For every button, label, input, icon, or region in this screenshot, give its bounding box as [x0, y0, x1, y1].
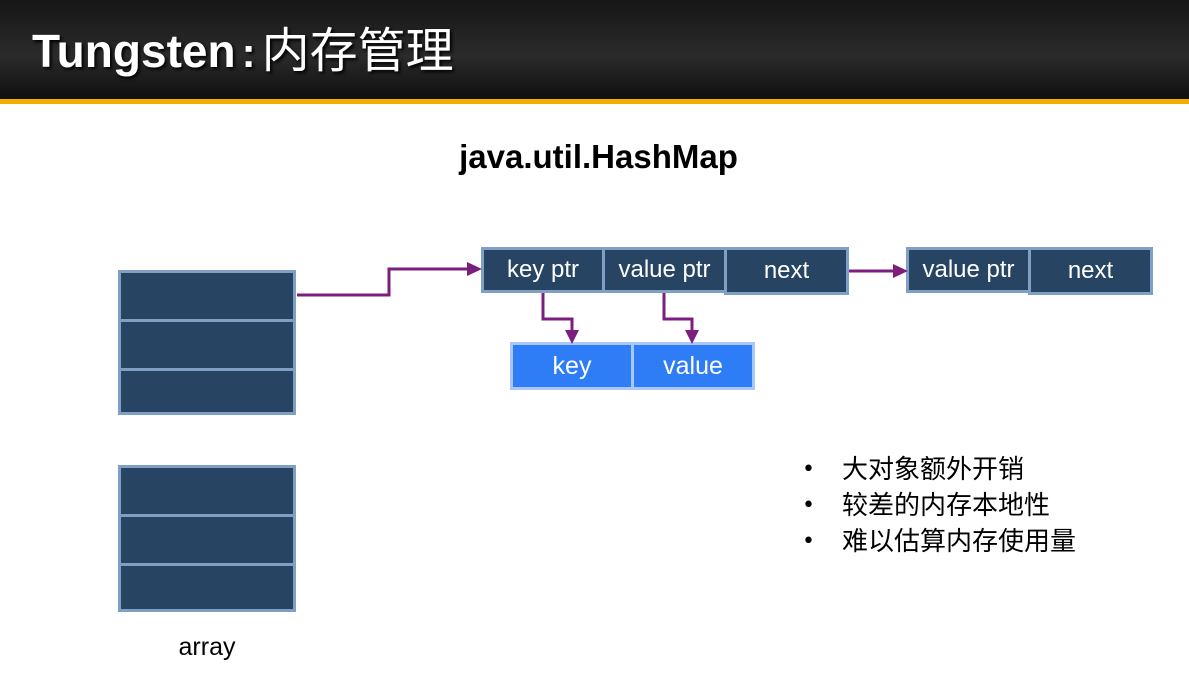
entry-next-node: next — [724, 247, 849, 295]
array-cell — [118, 319, 296, 371]
array-cell — [118, 270, 296, 322]
key-ptr-to-key-arrow — [541, 293, 574, 333]
slide-title-separator: : — [241, 29, 256, 76]
bullet-item: • 较差的内存本地性 — [800, 488, 1076, 524]
diagram-title: java.util.HashMap — [459, 138, 738, 175]
array-cell — [118, 465, 296, 517]
bullet-list: • 大对象额外开销 • 较差的内存本地性 • 难以估算内存使用量 — [800, 452, 1076, 560]
bullet-dot-icon: • — [802, 529, 815, 554]
array-to-entry-arrow — [297, 267, 470, 297]
entry2-next-node: next — [1028, 247, 1153, 295]
arrowhead — [565, 330, 579, 344]
array-cell — [118, 368, 296, 415]
slide-title-chinese: 内存管理 — [261, 23, 454, 79]
arrowhead — [685, 330, 699, 344]
slide-title-english: Tungsten — [32, 25, 236, 77]
entry2-value-ptr-node: value ptr — [906, 247, 1031, 293]
bullet-text: 难以估算内存使用量 — [842, 527, 1077, 557]
bullet-dot-icon: • — [802, 457, 815, 482]
bullet-dot-icon: • — [802, 493, 815, 518]
bullet-text: 较差的内存本地性 — [842, 491, 1051, 521]
entry-value-ptr-node: value ptr — [602, 247, 727, 293]
slide-title: Tungsten:内存管理 — [32, 14, 454, 88]
array-label: array — [178, 633, 236, 661]
title-bar — [0, 0, 1189, 102]
bullet-item: • 难以估算内存使用量 — [800, 524, 1076, 560]
entry-key-ptr-node: key ptr — [481, 247, 605, 293]
bullet-item: • 大对象额外开销 — [800, 452, 1076, 488]
bullet-text: 大对象额外开销 — [842, 455, 1025, 485]
value-object-node: value — [631, 342, 755, 390]
arrowhead — [893, 264, 908, 278]
arrowhead — [467, 262, 482, 276]
title-accent-stripe — [0, 99, 1189, 104]
array-cell — [118, 563, 296, 612]
value-ptr-to-value-arrow — [662, 293, 694, 333]
array-cell — [118, 514, 296, 566]
